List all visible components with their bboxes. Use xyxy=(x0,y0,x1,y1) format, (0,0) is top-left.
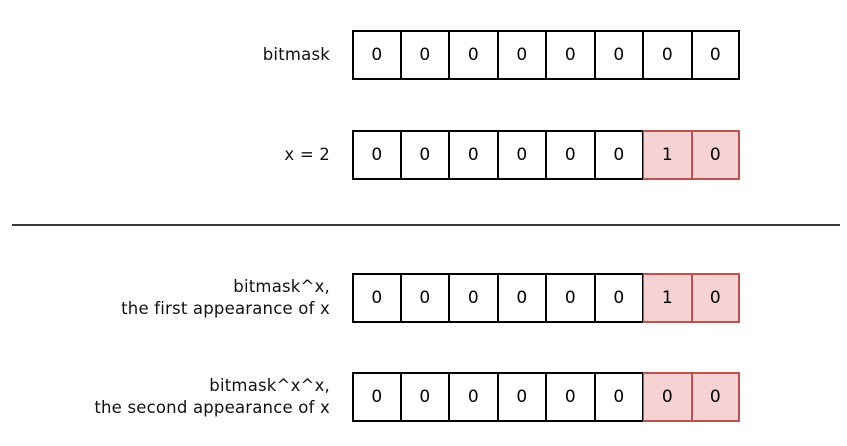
bit-cell: 0 xyxy=(497,130,546,180)
row-label-x-equals-2: x = 2 xyxy=(284,145,330,164)
bit-cell-highlighted: 0 xyxy=(691,273,740,323)
bit-cell: 0 xyxy=(449,130,498,180)
bit-cell: 0 xyxy=(449,372,498,422)
bit-cell: 0 xyxy=(546,30,595,80)
bit-cell: 0 xyxy=(546,372,595,422)
bit-cell: 0 xyxy=(400,30,449,80)
bit-cell: 0 xyxy=(449,273,498,323)
bit-cell: 0 xyxy=(594,372,643,422)
bit-cell: 0 xyxy=(352,130,401,180)
bit-cell: 0 xyxy=(352,372,401,422)
row-label-bitmask-xor-x: bitmask^x, the first appearance of x xyxy=(121,277,330,318)
bit-cell: 0 xyxy=(546,130,595,180)
bit-cell-highlighted: 1 xyxy=(643,273,692,323)
bit-cell: 0 xyxy=(400,273,449,323)
bit-cell: 0 xyxy=(352,273,401,323)
bit-cell: 0 xyxy=(546,273,595,323)
bit-cell-highlighted: 0 xyxy=(691,130,740,180)
bit-cell: 0 xyxy=(594,30,643,80)
bit-cell: 0 xyxy=(594,130,643,180)
bit-cell: 0 xyxy=(497,30,546,80)
bit-cell-highlighted: 0 xyxy=(643,372,692,422)
bit-cell: 0 xyxy=(691,30,740,80)
bit-cell: 0 xyxy=(497,372,546,422)
row-label-bitmask: bitmask xyxy=(262,45,330,64)
bit-row-bitmask-xor-x-xor-x: bitmask^x^x, the second appearance of x 0… xyxy=(0,372,847,422)
bit-cell: 0 xyxy=(497,273,546,323)
bit-cell: 0 xyxy=(643,30,692,80)
bit-cell: 0 xyxy=(400,130,449,180)
bit-cell-highlighted: 1 xyxy=(643,130,692,180)
row-label-bitmask-xor-x-xor-x: bitmask^x^x, the second appearance of x xyxy=(94,376,330,417)
bit-cell: 0 xyxy=(594,273,643,323)
bit-cell-highlighted: 0 xyxy=(691,372,740,422)
bit-cell: 0 xyxy=(449,30,498,80)
bit-cell: 0 xyxy=(352,30,401,80)
section-divider xyxy=(12,224,840,226)
bit-cell: 0 xyxy=(400,372,449,422)
